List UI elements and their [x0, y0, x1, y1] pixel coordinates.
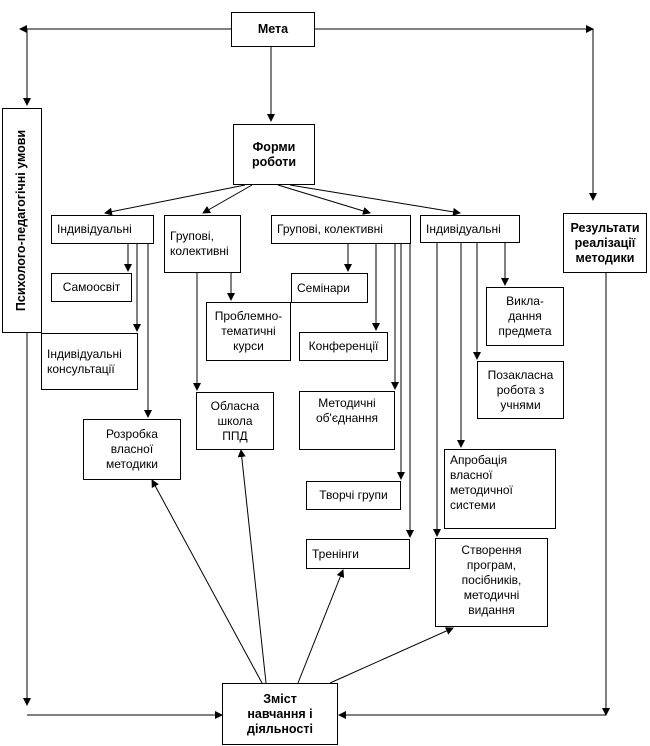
node-stvorennia-label: Створення програм, посібників, методичні…	[461, 543, 522, 617]
node-vykladannia-predmeta: Викла- дання предмета	[486, 287, 564, 346]
node-treninhy: Тренінги	[306, 539, 410, 569]
zmist-to-rozrobka	[151, 479, 263, 684]
node-psykholoho-label: Психолого-педагогічні умови	[14, 129, 29, 312]
node-pozaklasna-label: Позакласна робота з учнями	[487, 367, 554, 412]
zmist-to-treningy	[297, 569, 345, 684]
node-tvorchi-hrupy: Творчі групи	[306, 481, 401, 510]
zmist-to-oblasna	[237, 449, 267, 684]
node-vykladannia-label: Викла- дання предмета	[498, 294, 552, 338]
node-samoosvit-label: Самоосвіт	[62, 280, 121, 294]
node-aprobatsia-label: Апробація власної методичної системи	[450, 453, 513, 512]
node-rezultaty: Результати реалізації методики	[563, 213, 647, 273]
node-konferentsii-label: Конференції	[308, 339, 379, 353]
node-indkons-label: Індивідуальні консультації	[47, 346, 122, 376]
node-hrupovi-kolektyvni-right: Групові, колективні	[271, 215, 411, 244]
node-zmist-navchannia: Зміст навчання і діяльності	[222, 683, 338, 745]
node-individualni-left-label: Індивідуальні	[57, 222, 132, 236]
node-samoosvit: Самоосвіт	[51, 273, 132, 302]
node-stvorennia-prohram: Створення програм, посібників, методичні…	[435, 538, 548, 627]
formy-to-ind2	[289, 184, 461, 216]
node-rozrobka-label: Розробка власної методики	[106, 427, 158, 471]
node-oblasna-shkola-ppd: Обласна школа ППД	[196, 392, 274, 450]
node-aprobatsia-vlasnoi-systemy: Апробація власної методичної системи	[444, 449, 556, 529]
node-hrupovi-right-label: Групові, колективні	[277, 222, 383, 236]
node-hrupovi-kolektyvni-left: Групові, колективні	[164, 215, 241, 273]
formy-to-ind1	[104, 184, 246, 216]
node-metod-obyed-label: Методичні об'єднання	[315, 396, 378, 425]
node-metodychni-obiednannia: Методичні об'єднання	[299, 391, 395, 450]
node-hrupovi-left-label: Групові, колективні	[170, 229, 229, 258]
node-treningy-label: Тренінги	[312, 546, 360, 561]
node-psykholoho-pedahohichni-umovy: Психолого-педагогічні умови	[2, 108, 42, 333]
node-konferentsii: Конференції	[299, 332, 388, 361]
node-zmist-label: Зміст навчання і діяльності	[247, 691, 313, 736]
node-formy-roboty: Форми роботи	[233, 124, 315, 185]
node-individualni-left: Індивідуальні	[51, 215, 154, 244]
node-seminary: Семінари	[291, 273, 368, 303]
node-oblasna-label: Обласна школа ППД	[210, 398, 260, 443]
node-pozaklasna-robota: Позакласна робота з учнями	[477, 361, 564, 419]
node-rezultaty-label: Результати реалізації методики	[570, 220, 640, 265]
node-individualni-right: Індивідуальні	[420, 215, 520, 243]
node-meta: Мета	[231, 12, 315, 47]
node-problem-label: Проблемно- тематичні курси	[214, 309, 283, 353]
node-individualni-konsultatsii: Індивідуальні консультації	[41, 333, 138, 390]
node-problemno-tematychni-kursy: Проблемно- тематичні курси	[206, 302, 291, 361]
node-formy-roboty-label: Форми роботи	[251, 139, 297, 169]
node-rozrobka-vlasnoi-metodyky: Розробка власної методики	[83, 419, 181, 480]
node-individualni-right-label: Індивідуальні	[426, 221, 501, 236]
zmist-to-stvorennia	[329, 627, 454, 684]
node-tvorchi-label: Творчі групи	[319, 488, 388, 502]
node-seminary-label: Семінари	[297, 280, 350, 295]
formy-to-grup2	[277, 184, 371, 215]
node-meta-label: Мета	[257, 22, 289, 36]
formy-to-grup1	[202, 184, 253, 214]
